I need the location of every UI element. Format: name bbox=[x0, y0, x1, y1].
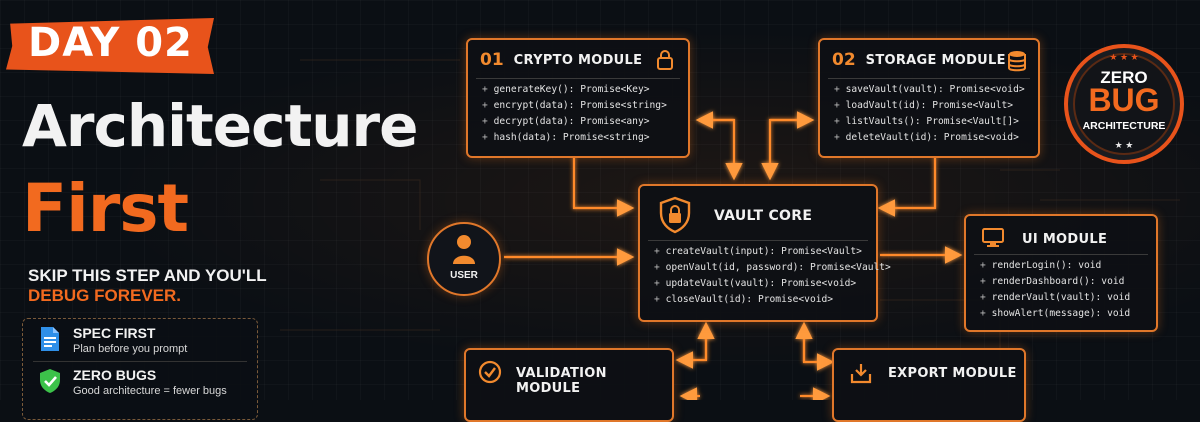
shield-check-icon bbox=[37, 367, 63, 395]
user-label: USER bbox=[450, 270, 478, 281]
check-circle-icon bbox=[478, 360, 502, 389]
day-label: DAY 02 bbox=[28, 20, 193, 66]
badge-line-1: ZERO bbox=[1100, 68, 1148, 87]
principle-zero-bugs: ZERO BUGS Good architecture = fewer bugs bbox=[37, 367, 227, 397]
principles-panel: SPEC FIRST Plan before you prompt ZERO B… bbox=[22, 318, 258, 420]
method-item: renderDashboard(): void bbox=[980, 274, 1130, 290]
method-list: renderLogin(): void renderDashboard(): v… bbox=[980, 258, 1131, 322]
database-icon bbox=[1008, 50, 1026, 77]
zero-bug-badge: ★ ★ ★ ZERO BUG ARCHITECTURE ★ ★ bbox=[1064, 44, 1184, 164]
module-title: VAULT CORE bbox=[714, 208, 813, 224]
method-item: renderLogin(): void bbox=[980, 258, 1130, 274]
method-list: generateKey(): Promise<Key> encrypt(data… bbox=[482, 82, 667, 146]
principle-title: ZERO BUGS bbox=[73, 367, 157, 383]
title-line-1: Architecture bbox=[22, 92, 418, 160]
principle-title: SPEC FIRST bbox=[73, 325, 156, 341]
lock-icon bbox=[656, 50, 674, 75]
module-title: UI MODULE bbox=[1022, 232, 1108, 247]
method-list: saveVault(vault): Promise<void> loadVaul… bbox=[834, 82, 1025, 146]
method-item: deleteVault(id): Promise<void> bbox=[834, 130, 1025, 146]
tagline-line-2: DEBUG FOREVER. bbox=[28, 286, 182, 305]
module-title: VALIDATION MODULE bbox=[516, 366, 607, 396]
module-title: STORAGE MODULE bbox=[865, 52, 1006, 68]
document-icon bbox=[37, 325, 63, 353]
monitor-icon bbox=[982, 228, 1004, 253]
tagline: SKIP THIS STEP AND YOU'LL DEBUG FOREVER. bbox=[28, 266, 267, 306]
user-icon bbox=[452, 234, 476, 269]
connector-arrows bbox=[280, 59, 1180, 400]
module-title: CRYPTO MODULE bbox=[513, 52, 643, 68]
vault-core-box: VAULT CORE createVault(input): Promise<V… bbox=[638, 184, 891, 322]
module-title: EXPORT MODULE bbox=[888, 366, 1017, 381]
method-item: decrypt(data): Promise<any> bbox=[482, 114, 667, 130]
module-number: 02 bbox=[832, 50, 856, 70]
arrow-storage-to-core bbox=[877, 156, 937, 217]
export-module-box: EXPORT MODULE bbox=[832, 348, 1026, 422]
badge-stars-top: ★ ★ ★ bbox=[1109, 52, 1139, 62]
validation-module-box: VALIDATION MODULE bbox=[464, 348, 674, 422]
method-list: createVault(input): Promise<Vault> openV… bbox=[654, 244, 891, 308]
method-item: showAlert(message): void bbox=[980, 306, 1131, 322]
arrow-core-validation-1 bbox=[675, 326, 708, 369]
method-item: generateKey(): Promise<Key> bbox=[482, 82, 667, 98]
ui-module-box: UI MODULE renderLogin(): void renderDash… bbox=[964, 214, 1158, 332]
shield-lock-icon bbox=[658, 196, 692, 239]
export-tray-icon bbox=[850, 362, 872, 389]
arrow-core-export-1 bbox=[802, 326, 835, 371]
badge-line-2: BUG bbox=[1088, 82, 1160, 118]
method-item: renderVault(vault): void bbox=[980, 290, 1131, 306]
day-banner bbox=[6, 18, 214, 74]
principle-subtitle: Plan before you prompt bbox=[73, 343, 188, 355]
method-item: closeVault(id): Promise<void> bbox=[654, 292, 891, 308]
user-node: USER bbox=[427, 222, 501, 296]
principle-spec-first: SPEC FIRST Plan before you prompt bbox=[37, 325, 187, 355]
method-item: createVault(input): Promise<Vault> bbox=[654, 244, 891, 260]
badge-stars-bottom: ★ ★ bbox=[1114, 140, 1134, 150]
badge-line-3: ARCHITECTURE bbox=[1082, 120, 1166, 132]
method-item: updateVault(vault): Promise<void> bbox=[654, 276, 891, 292]
arrow-core-crypto-bi-1 bbox=[700, 118, 743, 181]
arrow-crypto-to-core bbox=[572, 156, 635, 217]
title-line-2: First bbox=[22, 170, 189, 247]
tagline-line-1: SKIP THIS STEP AND YOU'LL bbox=[28, 266, 267, 285]
method-item: encrypt(data): Promise<string> bbox=[482, 98, 667, 114]
crypto-module-box: 01 CRYPTO MODULE generateKey(): Promise<… bbox=[466, 38, 690, 158]
module-number: 01 bbox=[480, 50, 504, 70]
method-item: saveVault(vault): Promise<void> bbox=[834, 82, 1025, 98]
method-item: openVault(id, password): Promise<Vault> bbox=[654, 260, 891, 276]
method-item: listVaults(): Promise<Vault[]> bbox=[834, 114, 1025, 130]
method-item: loadVault(id): Promise<Vault> bbox=[834, 98, 1025, 114]
storage-module-box: 02 STORAGE MODULE saveVault(vault): Prom… bbox=[818, 38, 1040, 158]
divider bbox=[33, 361, 247, 362]
arrow-storage-core-bi-1 bbox=[761, 118, 810, 181]
principle-subtitle: Good architecture = fewer bugs bbox=[73, 385, 227, 397]
method-item: hash(data): Promise<string> bbox=[482, 130, 667, 146]
